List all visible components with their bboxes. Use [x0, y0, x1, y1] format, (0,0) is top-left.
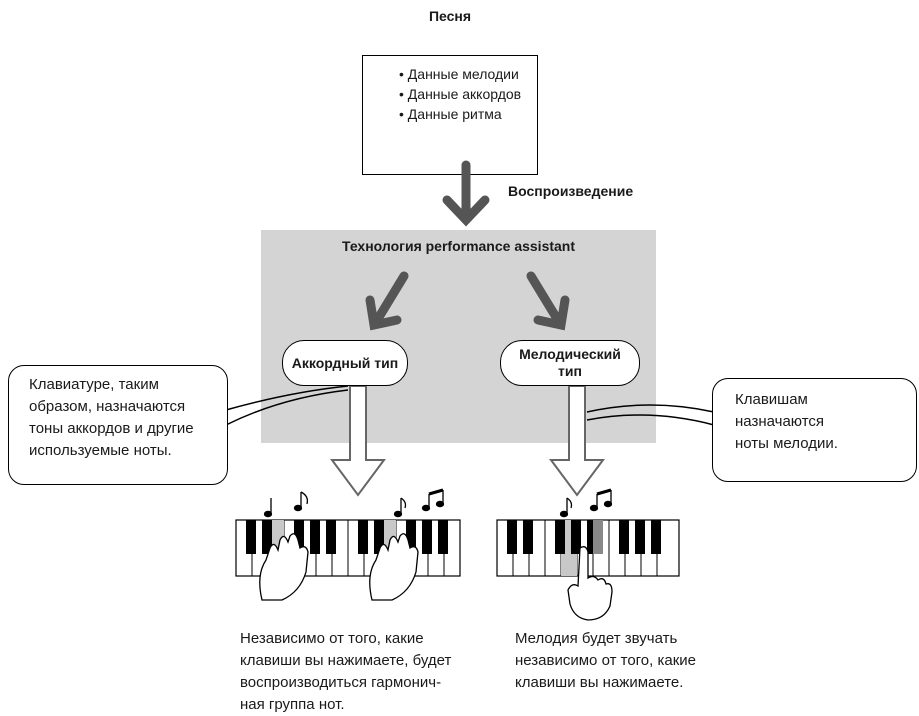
song-item-melody: Данные мелодии	[399, 64, 537, 84]
notes-icon-right	[559, 488, 613, 518]
chord-caption: Независимо от того, какие клавиши вы наж…	[240, 628, 505, 716]
melody-type-pill: Мелодический тип	[500, 340, 640, 386]
chord-callout-line1: Клавиатуре, таким	[29, 376, 159, 393]
chord-callout-line2: образом, назначаются	[29, 398, 186, 415]
melody-caption: Мелодия будет звучать независимо от того…	[515, 628, 735, 694]
chord-caption-line2: клавиши вы нажимаете, будет	[240, 652, 452, 669]
bubble-left-tail-2	[225, 389, 349, 426]
melody-type-line2: тип	[558, 363, 582, 379]
bubble-left-tail	[225, 385, 349, 411]
performance-assistant-panel	[261, 230, 656, 443]
right-hand-icon	[369, 533, 419, 601]
chord-caption-line4: ная группа нот.	[240, 696, 345, 713]
chord-callout-line4: используемые ноты.	[29, 442, 172, 459]
left-hand-icon	[259, 533, 309, 601]
melody-type-line1: Мелодический	[519, 346, 621, 362]
playback-arrow	[442, 160, 490, 227]
song-item-rhythm: Данные ритма	[399, 104, 537, 124]
melody-callout-line3: ноты мелодии.	[735, 435, 838, 452]
page-title: Песня	[428, 8, 472, 24]
keyboard-chord	[235, 488, 461, 601]
melody-caption-line2: независимо от того, какие	[515, 652, 696, 669]
song-item-chords: Данные аккордов	[399, 84, 537, 104]
pointing-hand-icon	[567, 546, 613, 621]
keyboard-melody	[496, 488, 680, 621]
hollow-arrow-melody	[549, 385, 605, 497]
melody-caption-line1: Мелодия будет звучать	[515, 630, 678, 647]
chord-caption-line3: воспроизводиться гармонич-	[240, 674, 442, 691]
playback-label: Воспроизведение	[508, 183, 634, 199]
melody-callout-line2: назначаются	[735, 413, 825, 430]
melody-callout: Клавишам назначаются ноты мелодии.	[712, 378, 917, 482]
bubble-right-tail-2	[586, 414, 715, 426]
melody-caption-line3: клавиши вы нажимаете.	[515, 674, 684, 691]
arrow-to-melody	[526, 271, 570, 331]
tech-label: Технология performance assistant	[341, 238, 576, 254]
arrow-to-chord	[365, 271, 409, 331]
chord-caption-line1: Независимо от того, какие	[240, 630, 424, 647]
hollow-arrow-chord	[330, 385, 386, 497]
melody-callout-line1: Клавишам	[735, 391, 808, 408]
song-data-box: Данные мелодии Данные аккордов Данные ри…	[362, 55, 538, 175]
chord-type-pill: Аккордный тип	[282, 340, 408, 386]
notes-icon-left	[263, 488, 445, 518]
bubble-right-tail	[586, 404, 715, 413]
chord-callout: Клавиатуре, таким образом, назначаются т…	[8, 365, 228, 485]
chord-callout-line3: тоны аккордов и другие	[29, 420, 194, 437]
